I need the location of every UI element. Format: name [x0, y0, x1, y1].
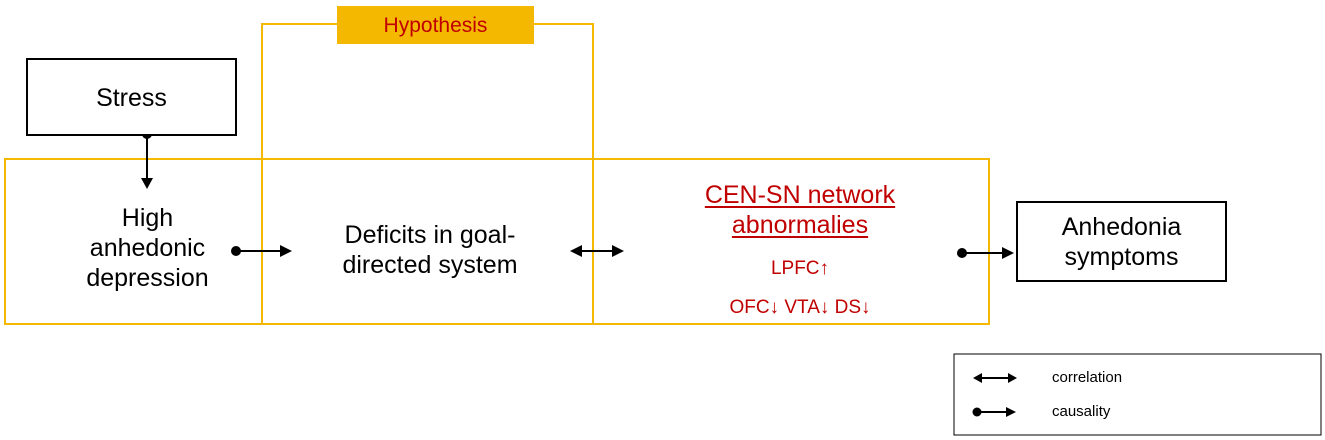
- legend-correlation-label: correlation: [1052, 369, 1123, 386]
- ofc-vta-ds-label: OFC↓ VTA↓ DS↓: [729, 297, 871, 318]
- legend-correlation-icon: [973, 373, 1017, 383]
- legend-causality-icon: [972, 407, 1016, 417]
- anhedonia-symptoms-box: Anhedonia symptoms: [1016, 201, 1227, 282]
- stress-box: Stress: [26, 58, 237, 136]
- high-anhedonic-depression-label: High anhedonic depression: [86, 204, 209, 292]
- stress-label: Stress: [96, 84, 167, 112]
- cen-sn-title: CEN-SN network abnormalies: [704, 181, 896, 239]
- anhedonia-symptoms-label: Anhedonia symptoms: [1061, 213, 1182, 271]
- deficits-goal-directed-label: Deficits in goal- directed system: [342, 221, 518, 279]
- correlation-arrow: [570, 245, 624, 257]
- hypothesis-bracket: [261, 23, 594, 160]
- legend-box: [953, 353, 1322, 436]
- legend-causality-label: causality: [1052, 403, 1111, 420]
- hypothesis-label: Hypothesis: [383, 14, 488, 37]
- causality-arrow-anhedonia: [957, 247, 1014, 259]
- lpfc-label: LPFC↑: [770, 258, 830, 279]
- causality-arrow-depression: [231, 245, 292, 257]
- hypothesis-label-box: Hypothesis: [337, 6, 534, 44]
- main-row-frame: [4, 158, 990, 325]
